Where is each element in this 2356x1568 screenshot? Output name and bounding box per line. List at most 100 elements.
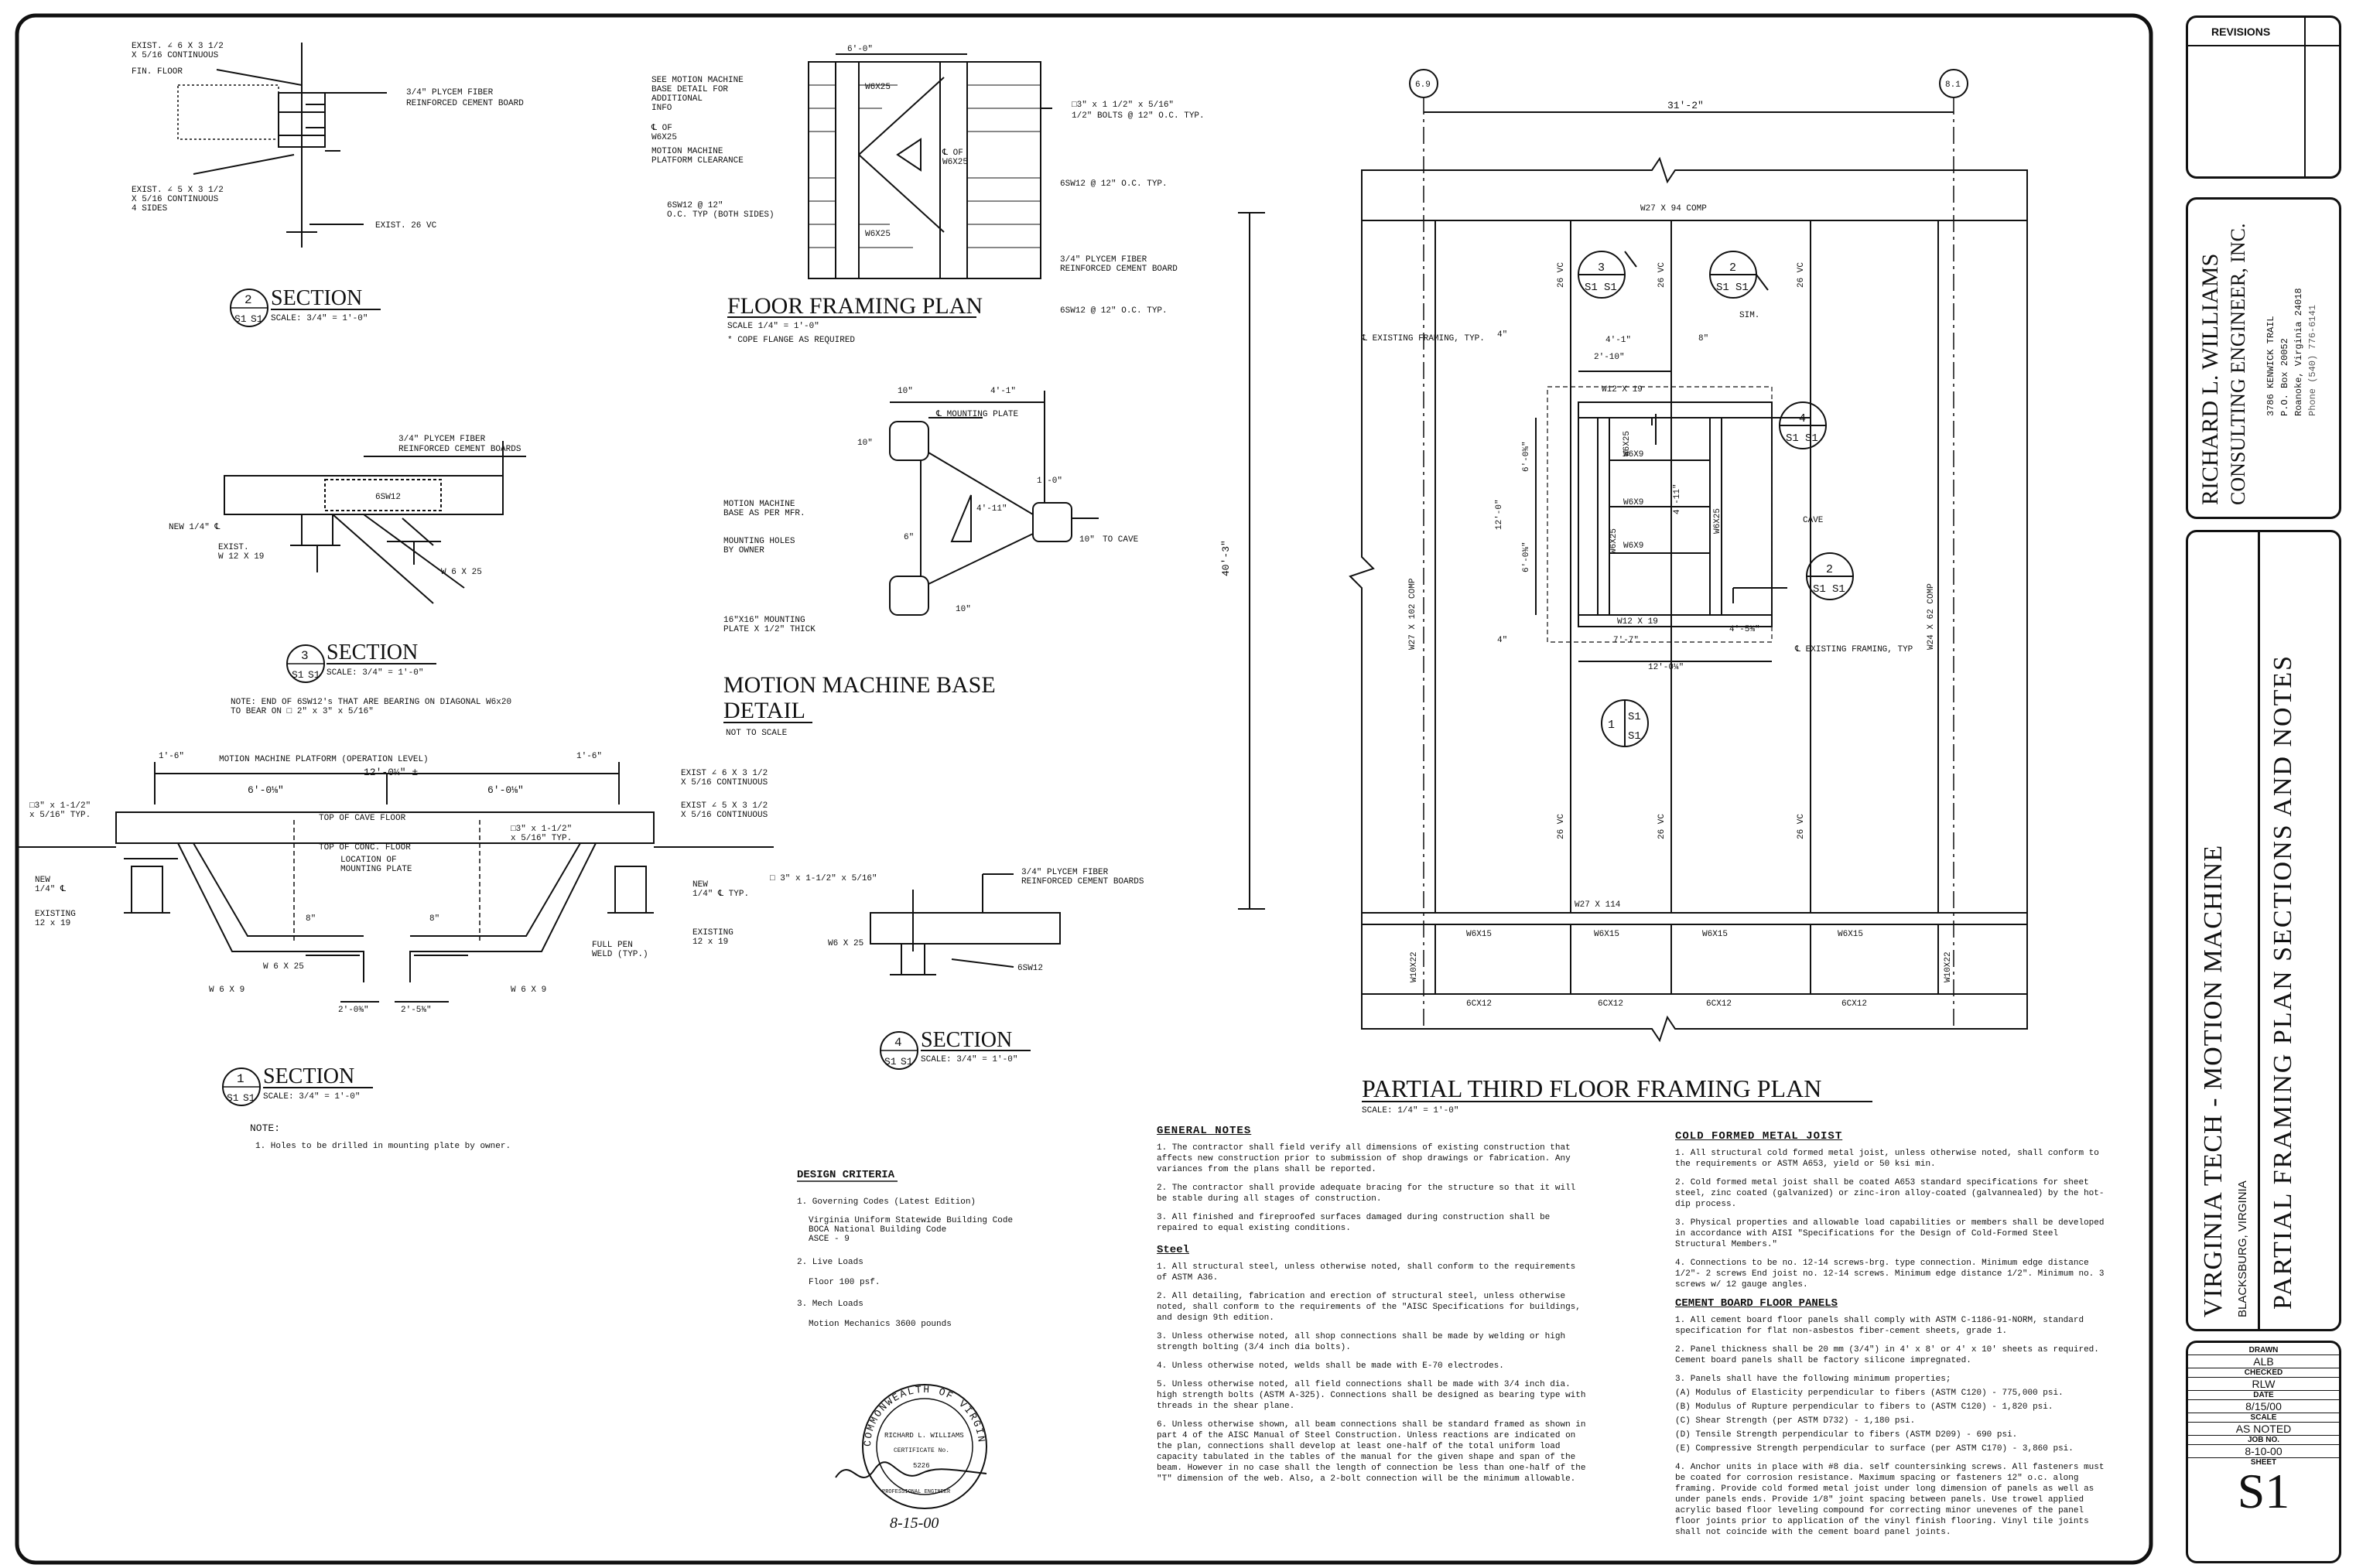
revisions-block: REVISIONS bbox=[2186, 15, 2341, 179]
cfmj-title: COLD FORMED METAL JOIST bbox=[1675, 1130, 1843, 1143]
section-1-detail bbox=[15, 762, 774, 1003]
s1-label-f: 1'-6" bbox=[576, 752, 602, 761]
mb-label-i: PLATE X 1/2" THICK bbox=[723, 625, 816, 634]
s1-label-c: 12'-0¼" ± bbox=[364, 767, 418, 778]
s1-label-o: EXIST ∠ 5 X 3 1/2 bbox=[681, 801, 768, 811]
pp-c6-1: 6CX12 bbox=[1466, 999, 1492, 1009]
mb-label-f: MOUNTING HOLES bbox=[723, 537, 795, 546]
sheet-border bbox=[15, 13, 2153, 1565]
pp-w10-1: W10X22 bbox=[1410, 951, 1419, 982]
pp-label-i: W6X25 bbox=[1609, 528, 1619, 554]
pp-c6-4: 6CX12 bbox=[1841, 999, 1867, 1009]
job-label: JOB NO. bbox=[2188, 1436, 2339, 1445]
mb-label-o: 10" bbox=[956, 605, 971, 614]
section-1-title: 1 S1 S1 SECTION SCALE: 3/4" = 1'-0" NOTE… bbox=[222, 1064, 511, 1151]
s1-label-z: 12 x 19 bbox=[692, 938, 728, 947]
s3-label-c: 6SW12 bbox=[375, 493, 401, 502]
s4-ref: S1 bbox=[884, 1056, 897, 1068]
ff-label-s: W6X25 bbox=[942, 158, 968, 167]
s3-label-a: 3/4" PLYCEM FIBER bbox=[398, 435, 486, 444]
ff-label-l: 1/2" BOLTS @ 12" O.C. TYP. bbox=[1072, 111, 1205, 121]
section-1-labels: 1'-6" MOTION MACHINE PLATFORM (OPERATION… bbox=[29, 752, 768, 1015]
pp-label-f: W6X9 bbox=[1623, 450, 1643, 459]
pp-w6-1: W6X15 bbox=[1466, 930, 1492, 939]
s1-label-h: x 5/16" TYP. bbox=[29, 811, 91, 820]
s3-note2: TO BEAR ON □ 2" x 3" x 5/16" bbox=[231, 707, 374, 716]
dc-item-7: Motion Mechanics 3600 pounds bbox=[809, 1320, 952, 1329]
partial-plan-labels: 6.9 8.1 31'-2" 40'-3" W27 X 94 COMP W27 … bbox=[1220, 80, 1961, 1115]
s4-label-b: 3/4" PLYCEM FIBER bbox=[1021, 868, 1109, 877]
section-2-detail bbox=[177, 43, 387, 248]
mb-label-c: ℄ MOUNTING PLATE bbox=[935, 410, 1018, 419]
mb-label-d: MOTION MACHINE bbox=[723, 500, 795, 509]
s3-note: NOTE: END OF 6SW12's THAT ARE BEARING ON… bbox=[231, 698, 511, 707]
s1-label-dd: W 6 X 9 bbox=[209, 986, 244, 995]
s1-label-m: EXIST ∠ 6 X 3 1/2 bbox=[681, 769, 768, 778]
ff-label-a: SEE MOTION MACHINE bbox=[651, 76, 744, 85]
dc-item-1: Virginia Uniform Statewide Building Code bbox=[809, 1216, 1013, 1225]
section-4-labels: □ 3" x 1-1/2" x 5/16" 3/4" PLYCEM FIBER … bbox=[770, 868, 1144, 973]
partial-plan-drawing bbox=[1238, 69, 2028, 1043]
pp-label-q: W12 X 19 bbox=[1617, 617, 1658, 627]
steel-item-1: 2. All detailing, fabrication and erecti… bbox=[1157, 1292, 1581, 1323]
sheet-label: SHEET bbox=[2250, 1458, 2277, 1467]
s3-label-g: W 6 X 25 bbox=[441, 568, 482, 577]
pp-tag1-r2: S1 bbox=[1604, 282, 1617, 294]
pp-label-w: 4" bbox=[1497, 330, 1507, 340]
pp-beam-right: W24 X 62 COMP bbox=[1927, 583, 1936, 650]
s4-ref2: S1 bbox=[901, 1056, 913, 1068]
s1-note: 1. Holes to be drilled in mounting plate… bbox=[255, 1142, 511, 1151]
pp-tag3-r2: S1 bbox=[1805, 432, 1818, 445]
s1-label-u: EXISTING bbox=[35, 910, 76, 919]
section-4-detail bbox=[870, 873, 1061, 975]
design-criteria: DESIGN CRITERIA 1. Governing Codes (Late… bbox=[797, 1169, 1013, 1329]
pp-c6-2: 6CX12 bbox=[1598, 999, 1623, 1009]
dc-title: DESIGN CRITERIA bbox=[797, 1169, 895, 1181]
mb-label-g: BY OWNER bbox=[723, 546, 764, 555]
mb-label-l: 4'-11" bbox=[976, 504, 1007, 514]
scale-value: AS NOTED bbox=[2188, 1423, 2339, 1436]
s1-label-y: EXISTING bbox=[692, 928, 733, 938]
cb-item-2: 3. Panels shall have the following minim… bbox=[1675, 1375, 1951, 1384]
mb-label-a: 10" bbox=[898, 387, 913, 396]
s3-label-f: W 12 X 19 bbox=[218, 552, 264, 562]
ff-label-c: ADDITIONAL bbox=[651, 94, 703, 104]
s1-label-ii: 8" bbox=[429, 914, 439, 924]
pp-label-l: 12'-0" bbox=[1495, 499, 1504, 530]
s1-title: SECTION bbox=[263, 1064, 354, 1088]
revisions-label: REVISIONS bbox=[2211, 26, 2271, 38]
pp-w6-2: W6X15 bbox=[1594, 930, 1619, 939]
s2-ref2: S1 bbox=[251, 313, 263, 325]
ff-scale: SCALE 1/4" = 1'-0" bbox=[727, 322, 819, 331]
cfmj-notes: COLD FORMED METAL JOIST 1. All structura… bbox=[1675, 1131, 2108, 1546]
pp-tag2-r2: S1 bbox=[1735, 282, 1749, 294]
cfmj-item-0: 1. All structural cold formed metal jois… bbox=[1675, 1149, 2099, 1169]
pp-w6-3: W6X15 bbox=[1702, 930, 1728, 939]
date-label: DATE bbox=[2188, 1391, 2339, 1400]
s4-title: SECTION bbox=[921, 1028, 1012, 1052]
pp-vc3: 26 VC bbox=[1797, 262, 1806, 288]
sheet-title: PARTIAL FRAMING PLAN SECTIONS AND NOTES bbox=[2269, 654, 2297, 1310]
pp-label-p: CAVE bbox=[1803, 516, 1824, 525]
pp-vc5: 26 VC bbox=[1657, 814, 1667, 839]
floor-framing-detail bbox=[808, 53, 1052, 279]
firm-block: RICHARD L. WILLIAMS CONSULTING ENGINEER,… bbox=[2186, 197, 2341, 519]
dc-item-0: 1. Governing Codes (Latest Edition) bbox=[797, 1197, 976, 1207]
s2-label-a: EXIST. ∠ 6 X 3 1/2 bbox=[132, 42, 224, 51]
pp-tag2-r: S1 bbox=[1716, 282, 1729, 294]
ff-label-b: BASE DETAIL FOR bbox=[651, 85, 728, 94]
pp-grid-1: 6.9 bbox=[1415, 80, 1431, 90]
dc-item-3: ASCE - 9 bbox=[809, 1235, 850, 1244]
ff-label-e: ℄ OF bbox=[651, 124, 672, 133]
general-notes: GENERAL NOTES 1. The contractor shall fi… bbox=[1157, 1126, 1590, 1492]
s1-label-gg: 2'-5⅜" bbox=[401, 1006, 432, 1015]
s1-label-d: 6'-0⅛" bbox=[248, 784, 284, 796]
pp-height: 40'-3" bbox=[1220, 540, 1232, 576]
s1-label-i: TOP OF CAVE FLOOR bbox=[319, 814, 406, 823]
pp-label-b: 4'-1" bbox=[1605, 336, 1631, 345]
s3-scale: SCALE: 3/4" = 1'-0" bbox=[327, 668, 423, 678]
seal-cert: CERTIFICATE No. bbox=[894, 1447, 949, 1454]
s1-label-bb: WELD (TYP.) bbox=[592, 950, 648, 959]
s1-label-s: NEW bbox=[35, 876, 50, 885]
s1-label-hh: 8" bbox=[306, 914, 316, 924]
